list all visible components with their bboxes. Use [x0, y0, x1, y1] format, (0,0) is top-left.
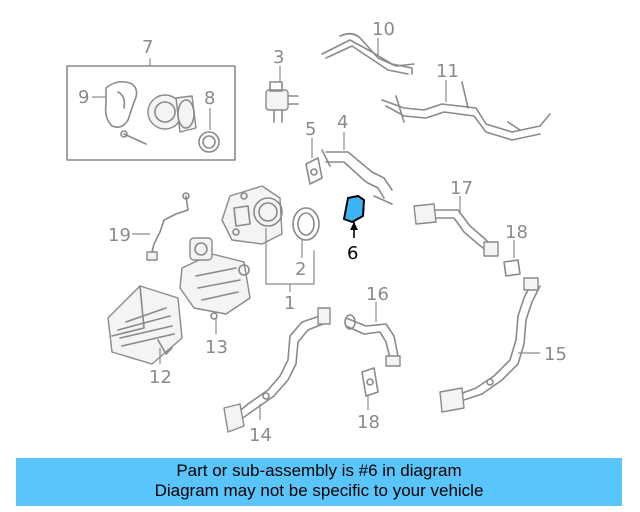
part-19-sensor[interactable]	[146, 192, 190, 261]
part-5-gasket[interactable]	[305, 157, 323, 185]
callout-13-label: 13	[205, 337, 228, 358]
part-4-pipe[interactable]	[321, 149, 393, 205]
callout-2: 2	[295, 240, 306, 280]
part-12-cooler[interactable]	[107, 285, 183, 365]
part-1-throttle-body[interactable]	[221, 185, 283, 245]
callout-19: 19	[108, 225, 150, 246]
callout-9: 9	[78, 87, 106, 108]
part-10-pipes[interactable]	[321, 32, 415, 75]
callout-10: 10	[372, 19, 395, 56]
callout-3-label: 3	[273, 47, 284, 68]
callout-13: 13	[205, 318, 228, 358]
callout-18-lower-label: 18	[357, 412, 380, 433]
callout-6-label: 6	[347, 243, 358, 264]
callout-5-label: 5	[305, 119, 316, 140]
part-7-assembly[interactable]	[66, 65, 236, 161]
callout-3: 3	[273, 47, 284, 82]
callout-18-lower: 18	[357, 396, 380, 433]
part-18-gasket-lower[interactable]	[361, 367, 379, 397]
callout-17: 17	[450, 178, 473, 214]
callout-1-label: 1	[284, 293, 295, 314]
callout-18-upper-label: 18	[505, 222, 528, 243]
callout-5: 5	[305, 119, 316, 158]
part-18-gasket-upper[interactable]	[503, 259, 521, 277]
callout-15: 15	[518, 344, 567, 365]
banner-line-1: Part or sub-assembly is #6 in diagram	[176, 461, 462, 480]
callout-1: 1	[265, 228, 315, 314]
callout-4-label: 4	[337, 112, 348, 133]
callout-17-label: 17	[450, 178, 473, 199]
callout-2-label: 2	[295, 259, 306, 280]
callout-8-label: 8	[204, 88, 215, 109]
callout-16-label: 16	[366, 284, 389, 305]
part-3-solenoid[interactable]	[265, 81, 299, 123]
callout-11: 11	[436, 61, 459, 102]
callout-18-upper: 18	[505, 222, 528, 258]
callout-10-label: 10	[372, 19, 395, 40]
callout-6: 6	[347, 222, 358, 264]
info-banner: Part or sub-assembly is #6 in diagram Di…	[16, 458, 622, 506]
part-6-gasket-highlighted[interactable]	[343, 195, 365, 223]
callout-4: 4	[337, 112, 348, 150]
callout-12-label: 12	[149, 367, 172, 388]
banner-line-2: Diagram may not be specific to your vehi…	[154, 481, 484, 500]
callout-11-label: 11	[436, 61, 459, 82]
parts-diagram: 7 9 8 3 10 11	[66, 19, 567, 446]
part-17-pipe[interactable]	[413, 203, 499, 257]
callout-19-label: 19	[108, 225, 131, 246]
callout-8: 8	[204, 88, 215, 130]
callout-12: 12	[149, 348, 172, 388]
part-11-pipe[interactable]	[381, 81, 551, 141]
part-15-pipe[interactable]	[439, 277, 541, 413]
part-2-gasket-ring[interactable]	[292, 207, 320, 241]
callout-7: 7	[142, 37, 153, 66]
callout-7-label: 7	[142, 37, 153, 58]
part-14-pipe[interactable]	[223, 307, 331, 433]
part-13-egr-valve[interactable]	[179, 237, 251, 320]
callout-16: 16	[366, 284, 389, 322]
callout-15-label: 15	[544, 344, 567, 365]
callout-14: 14	[249, 404, 272, 446]
callout-9-label: 9	[78, 87, 89, 108]
callout-14-label: 14	[249, 425, 272, 446]
part-16-pipe[interactable]	[344, 314, 401, 367]
